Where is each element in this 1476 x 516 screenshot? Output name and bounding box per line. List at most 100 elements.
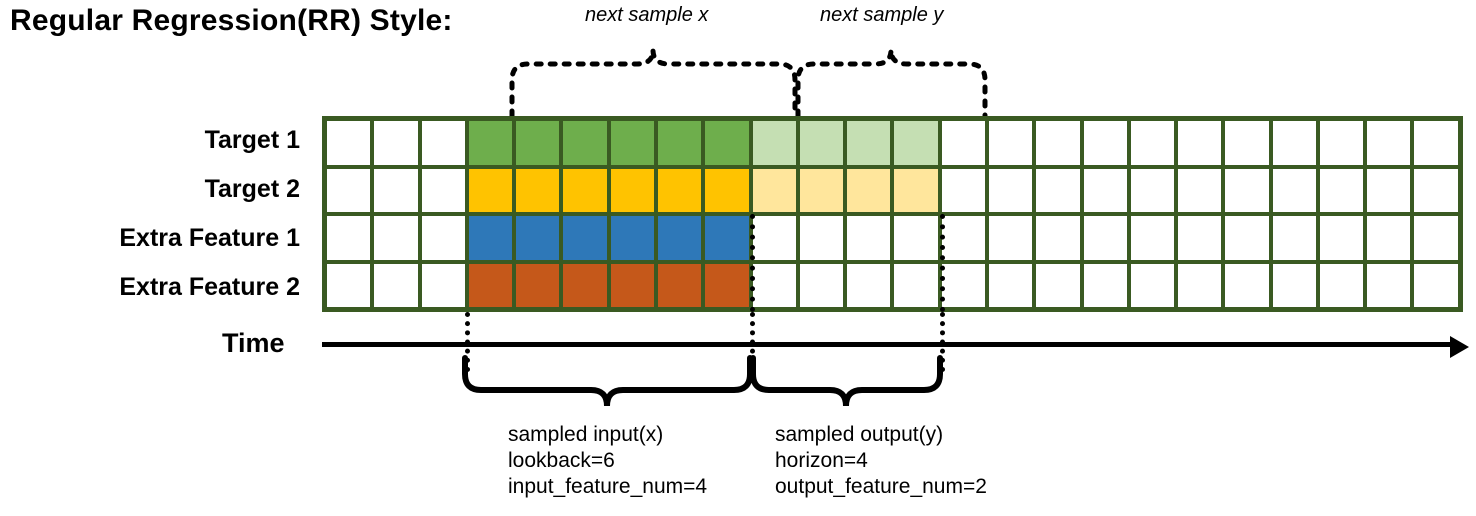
grid-cell-blank (421, 216, 465, 260)
grid-cell-blank (1178, 263, 1222, 307)
grid-cell-blank (1225, 263, 1269, 307)
caption-input-line-2: lookback=6 (508, 449, 615, 472)
grid-cell-blank (1130, 168, 1175, 212)
grid-cell-blank (1130, 263, 1175, 307)
grid-cell-blank (988, 121, 1033, 165)
guide-line-input-end (750, 312, 755, 372)
grid-cell-blank (327, 168, 371, 212)
grid-cell-input (516, 168, 560, 212)
grid-cell-input (657, 263, 702, 307)
grid-cell-input (610, 121, 654, 165)
grid-cell-blank (1130, 121, 1175, 165)
grid-cell-blank (752, 216, 796, 260)
grid-cell-input (705, 168, 749, 212)
grid-cell-blank (327, 216, 371, 260)
grid-cell-blank (1414, 263, 1458, 307)
row-label-target-2: Target 2 (204, 175, 300, 203)
grid-cell-blank (1272, 263, 1316, 307)
grid-cell-blank (327, 121, 371, 165)
grid-cell-input (516, 216, 560, 260)
grid-cell-blank (1178, 216, 1222, 260)
grid-cell-blank (894, 216, 938, 260)
guide-line-output-block-right (940, 214, 945, 312)
grid-cell-blank (374, 168, 418, 212)
top-annotation-next-sample-y: next sample y (820, 4, 944, 26)
grid-cell-output (752, 121, 796, 165)
grid-cell-input (563, 216, 607, 260)
grid-cell-blank (1367, 263, 1411, 307)
caption-output-line-2: horizon=4 (775, 449, 868, 472)
grid-cell-input (657, 168, 702, 212)
page-title: Regular Regression(RR) Style: (10, 4, 453, 37)
grid-cell-input (610, 168, 654, 212)
grid-cell-blank (1178, 168, 1222, 212)
grid-cell-input (468, 263, 513, 307)
grid-cell-blank (1083, 168, 1127, 212)
guide-line-output-end (940, 312, 945, 372)
grid-cell-input (657, 216, 702, 260)
grid-cell-blank (1319, 168, 1364, 212)
grid-cell-blank (421, 121, 465, 165)
grid-cell-blank (1414, 121, 1458, 165)
grid-cell-blank (1319, 121, 1364, 165)
grid-cell-blank (1083, 263, 1127, 307)
caption-output-line-3: output_feature_num=2 (775, 475, 987, 498)
time-axis-label: Time (222, 328, 285, 358)
grid-cell-blank (799, 263, 844, 307)
grid-cell-blank (1225, 168, 1269, 212)
time-axis-arrow-icon (1450, 336, 1469, 358)
grid-cell-blank (941, 121, 985, 165)
caption-input-line-1: sampled input(x) (508, 423, 664, 446)
grid-cell-blank (799, 216, 844, 260)
guide-line-feature-block-right (750, 214, 755, 312)
row-label-extra-feature-1: Extra Feature 1 (119, 224, 300, 252)
timeseries-grid (322, 116, 1463, 312)
grid-cell-output (752, 168, 796, 212)
grid-cell-blank (1130, 216, 1175, 260)
grid-cell-input (657, 121, 702, 165)
grid-cell-input (468, 216, 513, 260)
grid-cell-blank (847, 263, 891, 307)
grid-cell-blank (1083, 216, 1127, 260)
grid-cell-blank (421, 168, 465, 212)
grid-cell-blank (1367, 216, 1411, 260)
row-label-column: Target 1 Target 2 Extra Feature 1 Extra … (0, 116, 312, 312)
grid-cell-blank (1272, 121, 1316, 165)
grid-cell-blank (894, 263, 938, 307)
grid-cell-input (468, 121, 513, 165)
grid-cell-blank (941, 168, 985, 212)
grid-cell-blank (1036, 168, 1080, 212)
row-label-target-1: Target 1 (204, 126, 300, 154)
grid-cell-blank (327, 263, 371, 307)
grid-cell-output (799, 168, 844, 212)
grid-cell-blank (421, 263, 465, 307)
grid-cell-input (563, 168, 607, 212)
grid-cell-input (468, 168, 513, 212)
time-axis-line (322, 342, 1452, 347)
caption-sampled-output: sampled output(y) horizon=4 output_featu… (775, 422, 987, 500)
grid-cell-output (894, 168, 938, 212)
grid-cell-blank (1036, 263, 1080, 307)
grid-cell-blank (1272, 216, 1316, 260)
grid-cell-input (516, 121, 560, 165)
grid-cell-blank (1414, 216, 1458, 260)
grid-cell-output (847, 168, 891, 212)
grid-cell-blank (941, 263, 985, 307)
grid-cell-output (799, 121, 844, 165)
grid-cell-blank (988, 168, 1033, 212)
top-annotation-next-sample-x: next sample x (585, 4, 709, 26)
grid-cell-output (847, 121, 891, 165)
grid-cell-blank (1225, 216, 1269, 260)
grid-cell-blank (1367, 168, 1411, 212)
grid-cell-blank (374, 263, 418, 307)
grid-cell-blank (988, 216, 1033, 260)
grid-cell-output (894, 121, 938, 165)
grid-cell-blank (374, 121, 418, 165)
grid-cell-blank (941, 216, 985, 260)
grid-cell-blank (1036, 216, 1080, 260)
row-label-extra-feature-2: Extra Feature 2 (119, 273, 300, 301)
grid-cell-blank (1225, 121, 1269, 165)
grid-cell-input (563, 121, 607, 165)
grid-cell-blank (1178, 121, 1222, 165)
grid-cell-blank (1367, 121, 1411, 165)
